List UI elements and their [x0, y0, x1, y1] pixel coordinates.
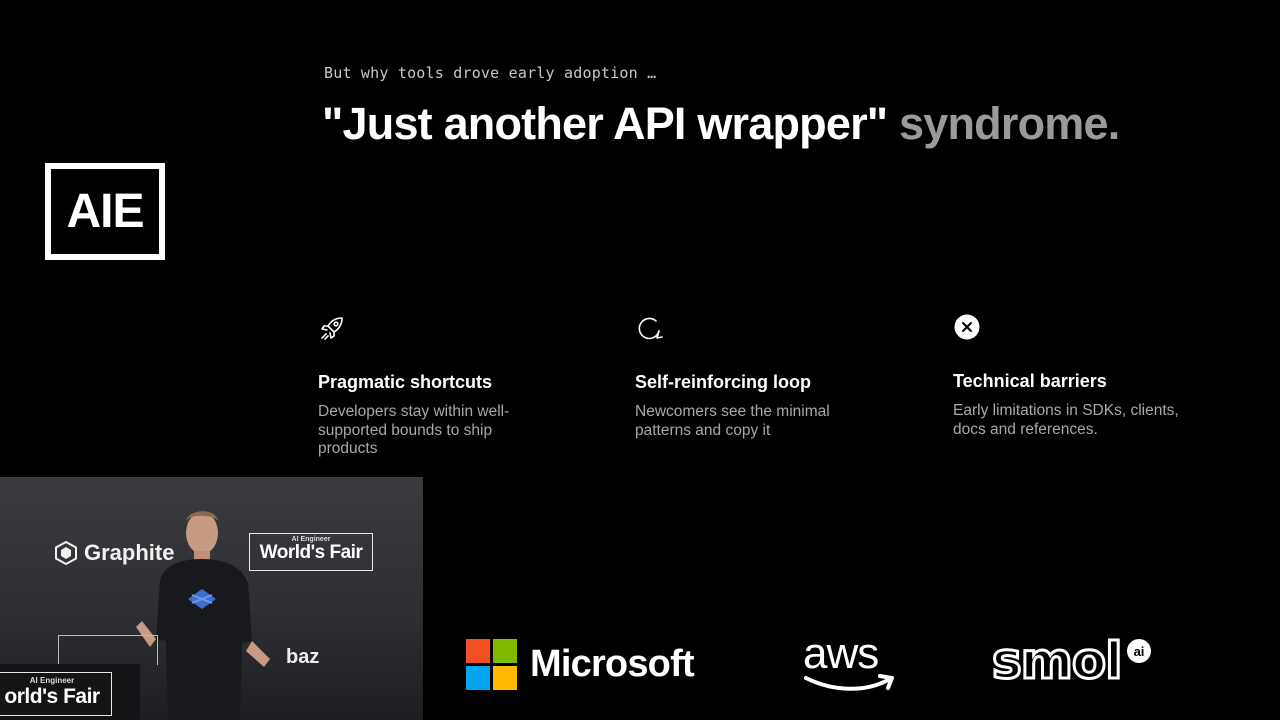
smol-wordmark: smol [990, 632, 1123, 691]
aws-logo: aws [800, 628, 900, 698]
podium-sign: AI Engineer orld's Fair [0, 672, 112, 716]
slide-kicker: But why tools drove early adoption … [324, 64, 657, 82]
feature-technical-barriers: Technical barriers Early limitations in … [953, 313, 1203, 439]
aws-wordmark: aws [803, 629, 879, 678]
aie-logo: AIE [45, 163, 165, 260]
feature-desc-line: Developers stay within well- [318, 403, 510, 420]
close-circle-icon [954, 314, 980, 340]
podium [0, 664, 140, 720]
loop-icon [638, 317, 663, 340]
microsoft-grid-icon [466, 639, 517, 690]
feature-description: Early limitations in SDKs, clients, docs… [953, 402, 1203, 439]
podium-sign-big: orld's Fair [4, 685, 100, 708]
wf-sign-small: AI Engineer [291, 536, 331, 543]
speaker-video[interactable]: Graphite AI Engineer World's Fair baz AI… [0, 477, 423, 720]
ms-square-red [466, 639, 490, 663]
feature-title: Technical barriers [953, 371, 1107, 391]
graphite-hex-icon [55, 541, 77, 565]
wf-sign-big: World's Fair [259, 542, 363, 563]
podium-back-sign [58, 635, 158, 665]
microsoft-wordmark: Microsoft [530, 643, 695, 685]
aws-smile-icon [804, 674, 894, 691]
ms-square-yellow [493, 666, 517, 690]
baz-sign: baz [286, 646, 320, 668]
feature-self-reinforcing-loop: Self-reinforcing loop Newcomers see the … [635, 314, 885, 440]
feature-desc-line: Early limitations in SDKs, clients, [953, 402, 1179, 419]
feature-desc-line: docs and references. [953, 420, 1098, 438]
graphite-sign: Graphite [54, 540, 174, 566]
feature-desc-line: supported bounds to ship [318, 421, 493, 439]
smol-ai-logo: smol ai [990, 632, 1167, 693]
speaker-figure [136, 511, 270, 720]
podium-sign-small: AI Engineer [29, 676, 75, 685]
worlds-fair-sign: AI Engineer World's Fair [249, 533, 373, 571]
smol-ai-badge: ai [1127, 639, 1151, 663]
graphite-label: Graphite [84, 540, 175, 565]
feature-desc-line: patterns and copy it [635, 421, 771, 439]
aie-logo-text: AIE [66, 185, 144, 238]
feature-title: Pragmatic shortcuts [318, 372, 493, 392]
feature-desc-line: Newcomers see the minimal [635, 403, 830, 420]
ms-square-green [493, 639, 517, 663]
headline-main: "Just another API wrapper" [322, 98, 888, 149]
ms-square-blue [466, 666, 490, 690]
feature-description: Developers stay within well- supported b… [318, 403, 568, 459]
slide-headline: "Just another API wrapper" syndrome. [322, 98, 1120, 150]
rocket-icon [321, 317, 343, 340]
feature-pragmatic-shortcuts: Pragmatic shortcuts Developers stay with… [318, 314, 568, 459]
feature-title: Self-reinforcing loop [635, 372, 812, 392]
feature-description: Newcomers see the minimal patterns and c… [635, 403, 885, 440]
feature-desc-line: products [318, 440, 378, 457]
microsoft-logo: Microsoft [466, 639, 695, 690]
headline-muted: syndrome. [899, 98, 1120, 149]
